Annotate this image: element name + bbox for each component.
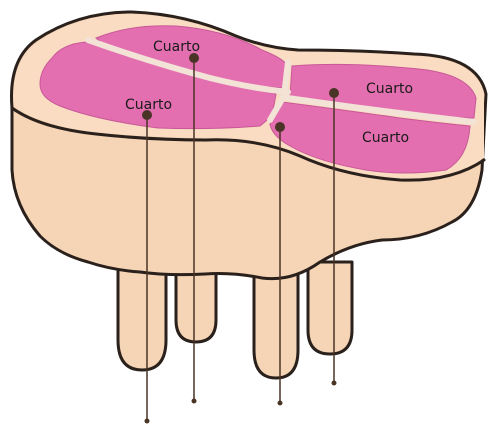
pin-tips <box>145 381 337 424</box>
label-right-top: Cuarto <box>366 82 413 96</box>
pin-head-right-top <box>329 88 339 98</box>
pin-tip-right-bottom <box>278 401 283 406</box>
pin-tip-right-top <box>332 381 337 386</box>
leg-4 <box>308 262 352 354</box>
pin-tip-top-center <box>192 399 197 404</box>
label-left: Cuarto <box>125 98 172 112</box>
pin-head-right-bottom <box>275 122 285 132</box>
label-top-center: Cuarto <box>153 40 200 54</box>
label-right-bottom: Cuarto <box>362 131 409 145</box>
legs <box>118 262 352 378</box>
pin-tip-left <box>145 419 150 424</box>
leg-3 <box>254 272 298 378</box>
leg-1 <box>118 262 166 370</box>
